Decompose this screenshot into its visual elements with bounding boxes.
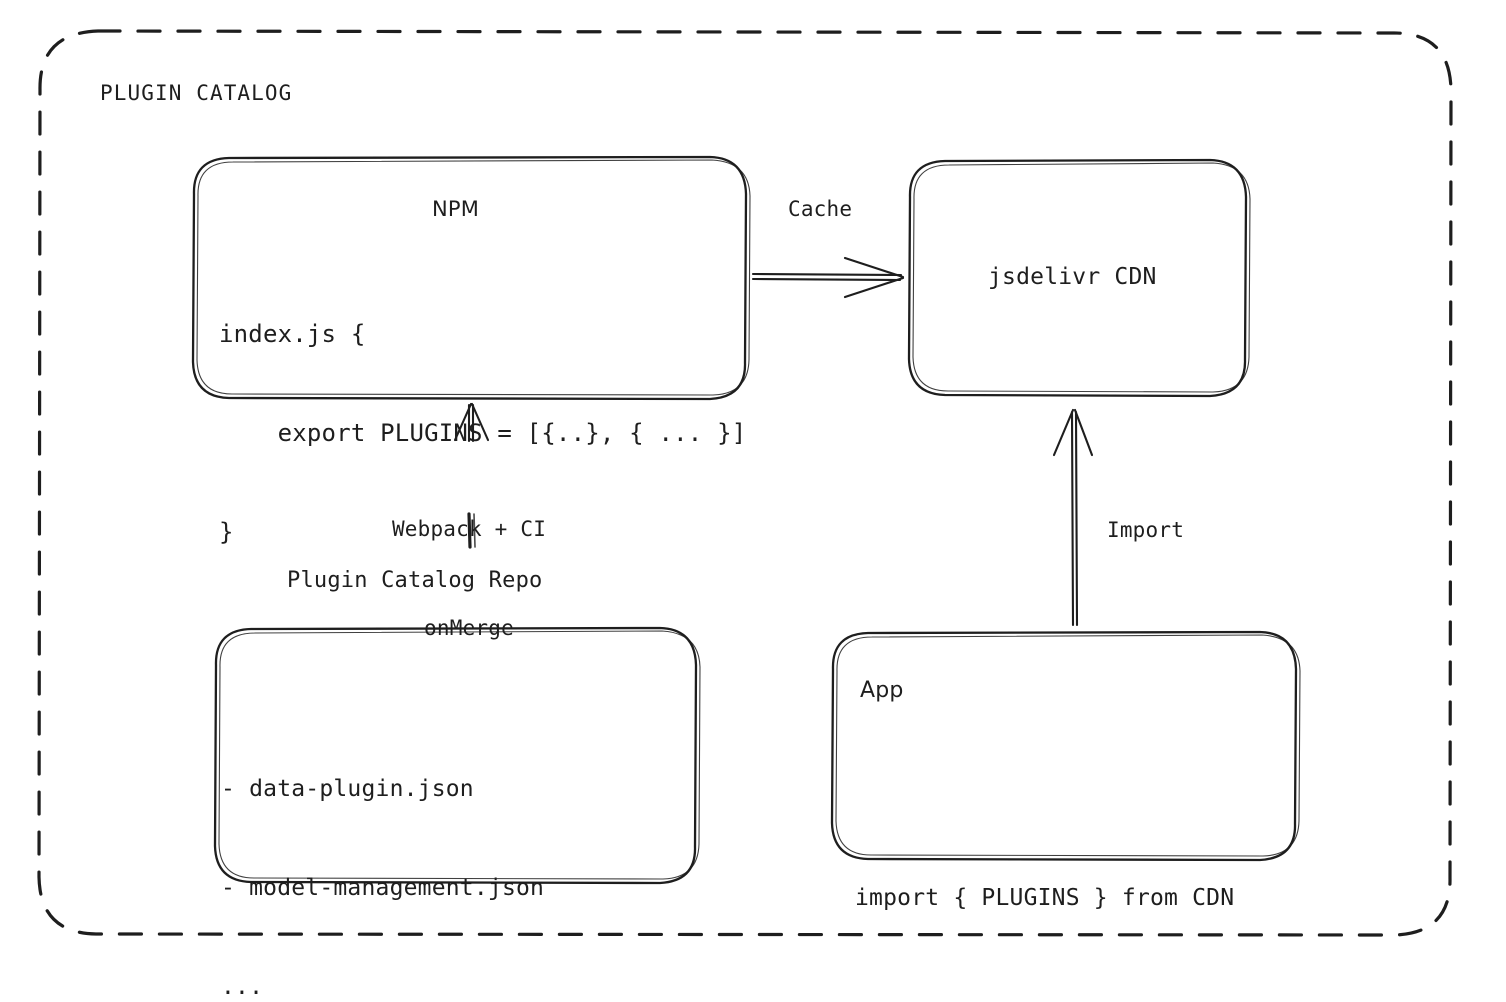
- cache-arrow: [751, 256, 905, 299]
- repo-file-item: ...: [221, 974, 264, 1000]
- webpack-ci-edge-label-line1: Webpack + CI: [391, 517, 547, 541]
- npm-code-line: }: [219, 518, 234, 546]
- repo-node-caption: Plugin Catalog Repo: [287, 568, 543, 593]
- app-code-line: import { PLUGINS } from CDN: [855, 885, 1235, 911]
- app-node-title: App: [860, 678, 904, 703]
- repo-file-item: - model-management.json: [221, 875, 545, 901]
- app-code-block: import { PLUGINS } from CDN PLUGINS.forE…: [855, 736, 1234, 1002]
- webpack-ci-edge-label: Webpack + CI onMerge: [372, 447, 566, 711]
- cache-edge-label: Cache: [788, 197, 853, 221]
- npm-code-line: export PLUGINS = [{..}, { ... }]: [219, 419, 747, 447]
- npm-node-title: NPM: [432, 197, 480, 221]
- repo-file-list: - data-plugin.json - model-management.js…: [221, 707, 544, 1002]
- cdn-node-title: jsdelivr CDN: [988, 264, 1157, 290]
- import-edge-label: Import: [1107, 518, 1185, 542]
- import-arrow: [1052, 408, 1094, 627]
- plugin-catalog-title: PLUGIN CATALOG: [100, 81, 293, 105]
- webpack-ci-edge-label-line2: onMerge: [424, 616, 514, 640]
- repo-file-item: - data-plugin.json: [221, 776, 474, 802]
- npm-code-line: index.js {: [219, 320, 366, 348]
- npm-code-block: index.js { export PLUGINS = [{..}, { ...…: [219, 252, 746, 615]
